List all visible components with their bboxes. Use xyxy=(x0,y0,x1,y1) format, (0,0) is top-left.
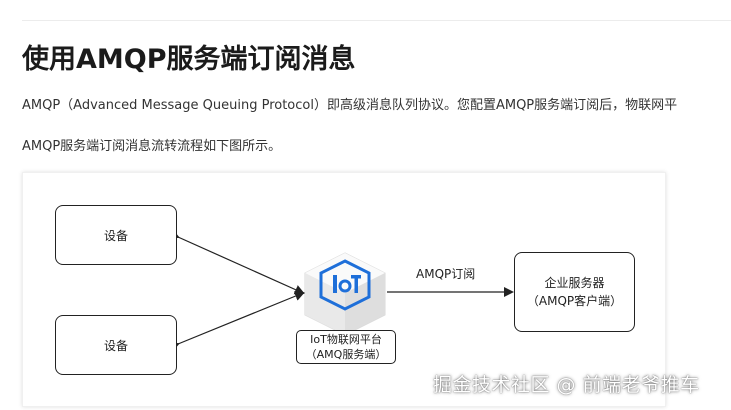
enterprise-server-box: 企业服务器 （AMQP客户端） xyxy=(514,252,635,332)
platform-label-line1: IoT物联网平台 xyxy=(310,333,382,346)
top-divider xyxy=(22,20,731,21)
amqp-flow-diagram: 设备 设备 IoT物联网平台 （AMQ服务端） AMQP订阅 企业服务器 （AM… xyxy=(22,172,666,407)
platform-label-line2: （AMQ服务端） xyxy=(305,348,387,361)
device-top-label: 设备 xyxy=(103,228,128,243)
page-title: 使用AMQP服务端订阅消息 xyxy=(22,44,356,75)
device-box-bottom: 设备 xyxy=(55,315,177,375)
watermark: 掘金技术社区 @ 前端老爷推车 xyxy=(433,374,700,396)
connector-device-top-platform xyxy=(168,229,305,295)
device-bottom-label: 设备 xyxy=(103,338,128,353)
enterprise-label-line2: （AMQP客户端） xyxy=(526,294,623,308)
connector-device-bottom-platform xyxy=(168,291,305,352)
iot-cube-icon xyxy=(304,252,386,336)
diagram-connectors xyxy=(168,229,514,352)
intro-paragraph: AMQP（Advanced Message Queuing Protocol）即… xyxy=(22,98,678,113)
flow-intro-paragraph: AMQP服务端订阅消息流转流程如下图所示。 xyxy=(22,139,282,154)
enterprise-label-line1: 企业服务器 xyxy=(544,276,605,290)
amqp-subscribe-label: AMQP订阅 xyxy=(416,267,476,281)
device-box-top: 设备 xyxy=(55,205,177,265)
iot-platform-label: IoT物联网平台 （AMQ服务端） xyxy=(296,330,396,364)
